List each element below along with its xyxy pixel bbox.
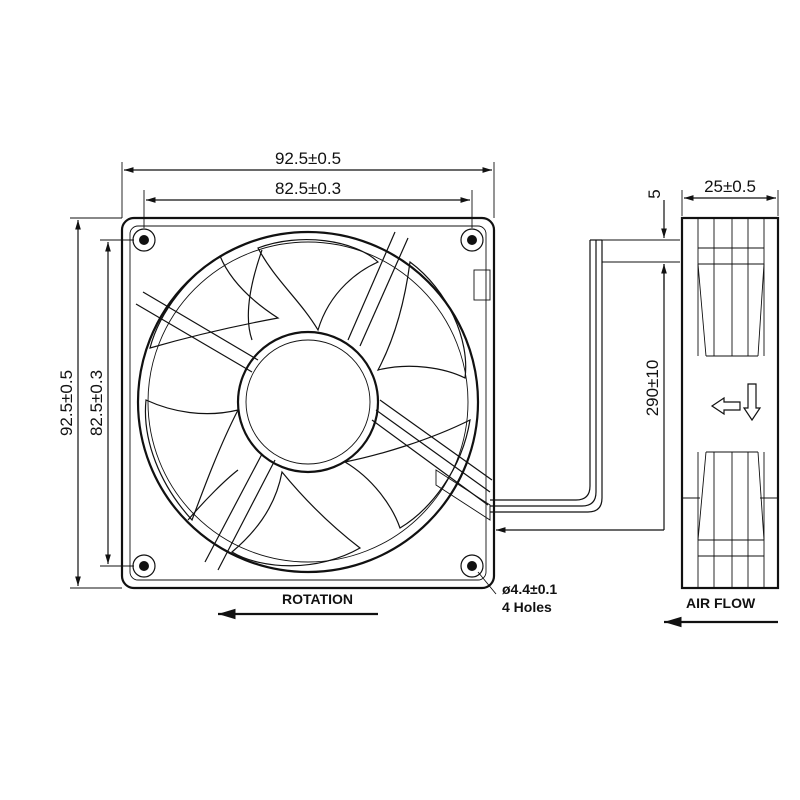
left-dimensions: 92.5±0.5 82.5±0.3 [57,217,134,589]
fan-frame-outer [120,216,496,590]
dim-lead-offset: 5 [645,189,664,198]
fan-shroud-inner [147,241,469,563]
hole-leader-line [477,571,497,595]
fan-blades [144,239,471,567]
mounting-hole-bl-center [139,561,149,571]
side-frame [680,216,780,590]
dim-hole-spacing-width: 82.5±0.3 [275,179,341,198]
rotation-label: ROTATION [282,591,353,607]
fan-frame-inner [129,225,487,581]
dim-outer-width: 92.5±0.5 [275,149,341,168]
fan-front-view [120,216,496,590]
mounting-hole-tr-center [467,235,477,245]
dim-depth: 25±0.5 [704,177,756,196]
mounting-hole-br-center [467,561,477,571]
mounting-hole-tl-center [139,235,149,245]
mounting-holes [132,228,484,578]
mounting-hole-tr [460,228,484,252]
wire-channel [435,469,491,521]
holes-spec-line2: 4 Holes [502,599,552,615]
fan-shroud-circle [136,230,480,574]
holes-spec-line1: ø4.4±0.1 [502,581,557,597]
airflow-left-arrow-icon [710,396,741,416]
fan-side-view: 25±0.5 [680,177,780,590]
air-flow-label: AIR FLOW [686,595,756,611]
airflow-down-arrow-icon [742,383,762,422]
mounting-hole-br [460,554,484,578]
dim-lead-length: 290±10 [643,360,662,417]
lead-wire [490,239,603,513]
lead-dimensions: 5 290±10 [496,189,680,533]
dim-outer-height: 92.5±0.5 [57,370,76,436]
dim-hole-spacing-height: 82.5±0.3 [87,370,106,436]
top-dimensions: 92.5±0.5 82.5±0.3 [121,149,495,228]
label-tab [473,269,491,301]
fan-hub-outer [236,330,380,474]
bottom-labels: ROTATION ø4.4±0.1 4 Holes AIR FLOW [218,571,778,628]
fan-hub-inner [245,339,371,465]
fan-spokes [135,231,493,571]
